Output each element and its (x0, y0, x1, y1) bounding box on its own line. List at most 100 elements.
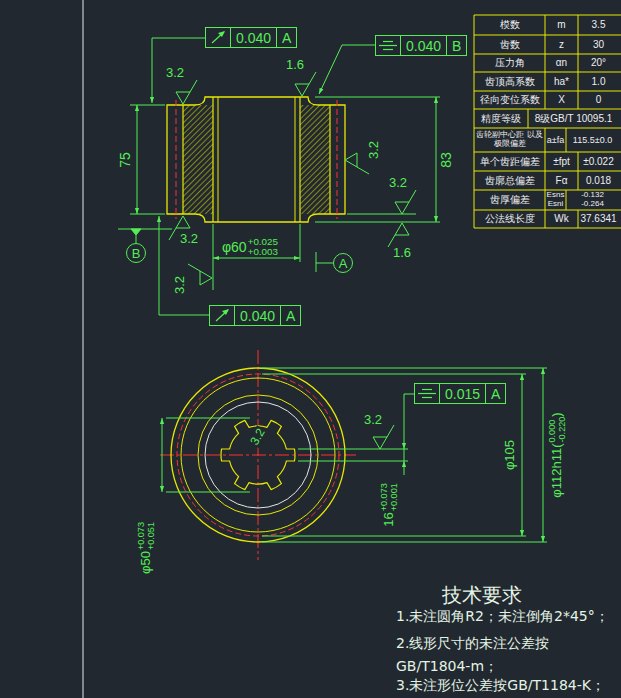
table-line (474, 128, 621, 129)
table-cell: 齿顶高系数 (474, 72, 545, 91)
table-text: Fα (556, 175, 568, 186)
table-text: ha* (554, 76, 569, 87)
table-line (474, 91, 621, 92)
symbol-cell (206, 28, 230, 47)
table-text: 1.0 (592, 76, 606, 87)
extension-line (262, 542, 547, 543)
datum-cell: A (280, 306, 300, 325)
symbol-cell (376, 36, 400, 55)
toleranced-dimension: 16+0.073+0.001 (380, 483, 399, 527)
note-text: 2.线形尺寸的未注公差按 GB/T1804-m； (396, 632, 601, 678)
extension-line (166, 418, 250, 419)
dimension-line (404, 435, 405, 449)
table-text: -0.264 (581, 200, 604, 209)
extension-line (315, 222, 440, 223)
leader-line (159, 216, 209, 315)
extension-line (300, 224, 301, 262)
datum-circle: B (126, 243, 146, 263)
dimension-value: 3.2 (247, 426, 267, 447)
lower-deviation: +0.051 (147, 522, 157, 550)
root-line (329, 105, 330, 214)
dimension-line (213, 258, 300, 259)
extension-line (130, 214, 165, 215)
table-text: 齿厚偏差 (490, 194, 530, 205)
upper-deviation: +0.073 (380, 483, 390, 511)
table-cell: ha* (545, 72, 578, 91)
table-cell: m (545, 15, 578, 35)
symbol-stroke (422, 397, 432, 398)
frame-line (83, 0, 84, 698)
datum-triangle (131, 229, 141, 235)
table-text: 径向变位系数 (480, 94, 540, 105)
roughness-symbol (388, 223, 409, 247)
tolerance-stack: +0.073+0.001 (380, 483, 399, 511)
tolerance-cell: 0.040 (234, 306, 280, 325)
dimension-value: 3.2 (166, 65, 184, 80)
table-text: ±0.022 (583, 156, 614, 167)
dimension-text: 3.2 (367, 141, 381, 159)
table-cell: Wk (545, 210, 578, 228)
table-text: 0.018 (586, 175, 611, 186)
dimension-bracket: ) (551, 412, 565, 416)
table-cell: X (545, 91, 578, 109)
table-text: 3.5 (592, 19, 606, 30)
technical-note: 3.未注形位公差按GB/T1184-K； (396, 677, 605, 693)
note-text: 技术要求 (442, 584, 522, 606)
table-cell: 模数 (474, 15, 545, 35)
spline-bore (221, 420, 295, 489)
symbol-stroke (422, 389, 432, 390)
technical-note: 2.线形尺寸的未注公差按 GB/T1804-m； (396, 635, 549, 674)
dimension-value: φ60 (222, 240, 247, 255)
dimension-text: 1.6 (393, 246, 411, 260)
symbol-stroke (379, 45, 397, 46)
table-cell: 0.018 (578, 171, 619, 190)
tolerance-value: 0.015 (445, 386, 480, 402)
dimension-value: 3.2 (364, 412, 382, 427)
table-cell: 8级GB/T 10095.1 (528, 109, 619, 128)
table-cell: 精度等级 (474, 109, 528, 128)
tip-circle (171, 368, 345, 542)
dimension-value: 75 (117, 152, 133, 168)
table-text: X (558, 94, 565, 105)
toleranced-dimension: φ60+0.025+0.003 (222, 237, 278, 258)
spline-line (295, 97, 296, 222)
extension-line (262, 374, 526, 375)
tolerance-cell: 0.040 (230, 28, 276, 47)
table-text: 模数 (500, 19, 520, 30)
symbol-stroke (212, 32, 224, 43)
pitch-line (337, 100, 338, 219)
dimension-line (543, 368, 544, 542)
dimension-value: φ105 (502, 440, 517, 470)
runout-symbol (206, 28, 230, 47)
extension-line (347, 214, 416, 215)
table-line (474, 15, 475, 228)
tolerance-frame: 0.040A (205, 27, 297, 48)
table-text: 30 (593, 39, 604, 50)
table-line (545, 128, 546, 228)
tolerance-cell: 0.015 (439, 384, 485, 403)
note-text: 3.未注形位公差按GB/T1184-K； (396, 678, 605, 693)
datum-letter: B (132, 246, 141, 261)
tolerance-value: 0.040 (240, 308, 275, 324)
table-cell: 齿轮副中心距 以及极限偏差 (474, 128, 545, 152)
table-text: αn (556, 57, 567, 68)
upper-deviation: +0.025 (248, 237, 278, 247)
technical-note: 1.未注圆角R2；未注倒角2*45°； (396, 608, 609, 624)
symbol-cell (210, 306, 234, 325)
datum-line (118, 229, 172, 230)
table-line (474, 228, 621, 229)
symmetry-symbol (415, 384, 439, 403)
dimension-value: 3.2 (172, 276, 187, 294)
toleranced-dimension: φ112h11(0.000-0.220) (548, 412, 567, 497)
table-text: 37.6341 (580, 213, 616, 224)
section-hatch (300, 105, 330, 214)
table-cell: 115.5±0.0 (566, 128, 619, 152)
roughness-symbol (176, 80, 197, 104)
table-line (474, 72, 621, 73)
table-line (474, 15, 621, 16)
datum-cell: A (485, 384, 505, 403)
datum-circle: A (333, 253, 353, 273)
dimension-line (436, 97, 437, 222)
table-text: Wk (554, 213, 568, 224)
tolerance-cell: 0.040 (400, 36, 446, 55)
